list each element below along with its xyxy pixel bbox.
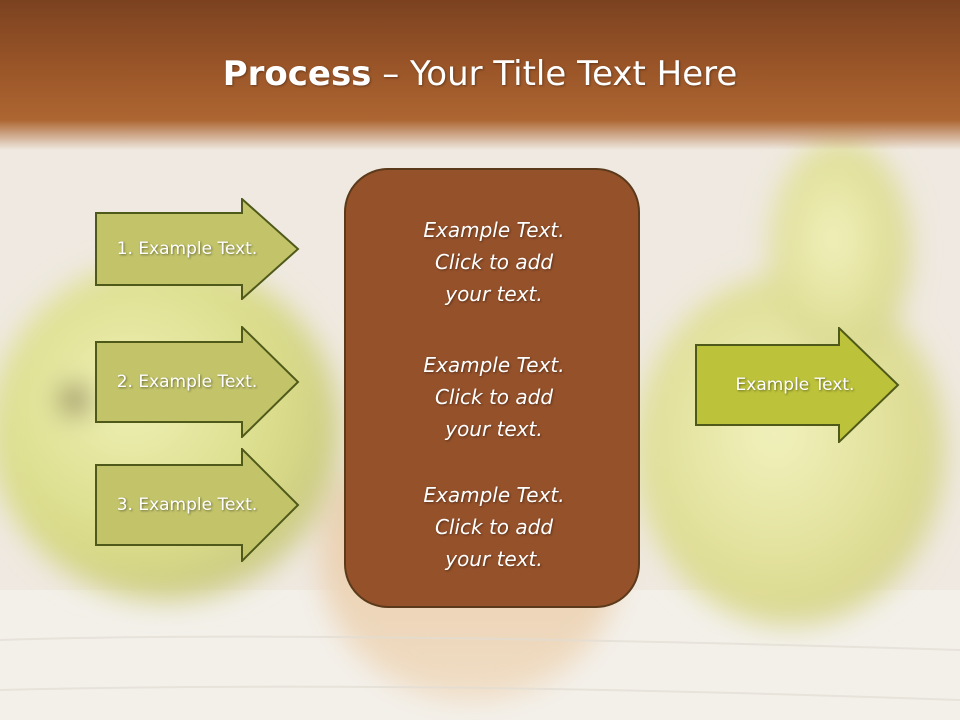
arrow-right-shape — [95, 326, 300, 438]
arrow-right-shape — [695, 327, 900, 443]
center-text-3: Example Text. Click to add your text. — [423, 483, 565, 571]
arrow-right-shape — [95, 448, 300, 562]
center-text-1: Example Text. Click to add your text. — [423, 218, 565, 306]
left-arrow-2[interactable]: 2. Example Text. — [95, 326, 300, 438]
left-arrow-2-label: 2. Example Text. — [116, 372, 258, 392]
title-bold: Process — [222, 54, 372, 94]
left-arrow-3[interactable]: 3. Example Text. — [95, 448, 300, 562]
arrow-right-shape — [95, 198, 300, 300]
title-bar — [0, 0, 960, 150]
center-text-2: Example Text. Click to add your text. — [423, 353, 565, 441]
left-arrow-3-label: 3. Example Text. — [116, 495, 258, 515]
right-arrow[interactable]: Example Text. — [695, 327, 900, 443]
slide-title[interactable]: Process – Your Title Text Here — [0, 54, 960, 94]
left-arrow-1[interactable]: 1. Example Text. — [95, 198, 300, 300]
center-content-box[interactable]: Example Text. Click to add your text. Ex… — [344, 168, 640, 608]
right-arrow-label: Example Text. — [735, 375, 855, 395]
title-rest: – Your Title Text Here — [371, 54, 738, 94]
left-arrow-1-label: 1. Example Text. — [116, 239, 258, 259]
